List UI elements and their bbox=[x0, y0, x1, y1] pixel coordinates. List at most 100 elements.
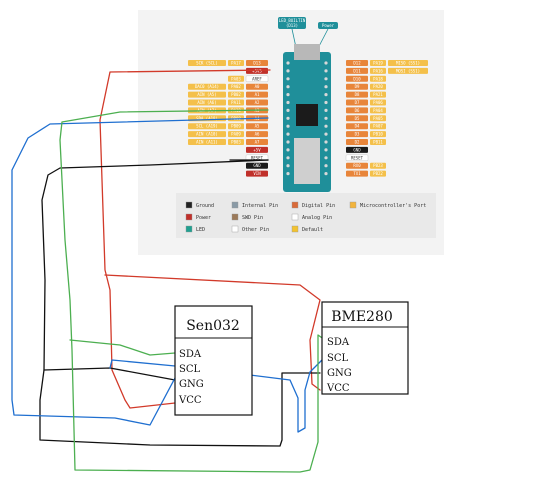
left-pin-0-mcu: PA17 bbox=[228, 60, 244, 66]
left-pin-2-mcu-chip bbox=[228, 75, 244, 82]
legend-label: Other Pin bbox=[242, 227, 269, 233]
legend-item: Power bbox=[185, 213, 211, 221]
legend-label: Internal Pin bbox=[242, 203, 278, 209]
wire-blue-bme280-scl bbox=[174, 359, 323, 433]
left-pin-4-mcu-chip bbox=[228, 91, 244, 98]
right-pin-9-num-chip bbox=[346, 131, 368, 138]
wire-black-gnd-main bbox=[41, 159, 269, 381]
left-pin-10-port-chip bbox=[188, 139, 226, 145]
legend-swatch bbox=[231, 213, 239, 221]
usb-connector bbox=[294, 44, 320, 60]
right-pin-1-port: MOSI (SS1) bbox=[388, 67, 428, 74]
left-pin-9-num-text: A6 bbox=[255, 132, 260, 137]
right-pad bbox=[324, 85, 328, 89]
left-pin-3-port: DAC0 (A14) bbox=[188, 83, 226, 90]
left-pin-10-port: AIN (A11) bbox=[188, 139, 226, 145]
legend-item: Internal Pin bbox=[231, 201, 278, 209]
left-pad bbox=[286, 164, 290, 168]
right-pin-1-port-chip bbox=[388, 67, 428, 74]
right-pin-2-num-text: D10 bbox=[353, 76, 361, 81]
right-pin-10-mcu: PB11 bbox=[370, 139, 386, 145]
sen032-title: Sen032 bbox=[186, 318, 240, 334]
right-pin-6-num-text: D6 bbox=[355, 108, 360, 113]
right-pin-9-mcu: PB10 bbox=[370, 131, 386, 138]
legend-label: LED bbox=[196, 227, 205, 233]
left-pin-14-num-text: VIN bbox=[253, 171, 261, 176]
left-pin-13-num: GND bbox=[246, 162, 268, 169]
left-pin-3-mcu-text: PA02 bbox=[231, 84, 241, 89]
right-pad bbox=[324, 69, 328, 73]
wire-red-sen032-vcc bbox=[99, 69, 271, 409]
legend-item: Default bbox=[291, 225, 323, 233]
legend-label: SWD Pin bbox=[242, 215, 263, 221]
left-pin-4-mcu-text: PB02 bbox=[231, 92, 241, 97]
left-pad bbox=[286, 100, 290, 105]
sen032-pin-sda: SDA bbox=[179, 349, 202, 360]
right-pin-1-mcu: PA16 bbox=[370, 67, 386, 74]
bme280-pin-vcc: VCC bbox=[326, 383, 350, 394]
right-pin-9-mcu-text: PB10 bbox=[373, 132, 383, 137]
right-pin-3-mcu-chip bbox=[370, 83, 386, 90]
wire-red-bme280-vcc bbox=[104, 274, 321, 391]
right-pin-6-mcu: PA04 bbox=[370, 107, 386, 114]
left-pin-2-mcu-text: PA03 bbox=[231, 76, 241, 81]
bme280-title: BME280 bbox=[331, 309, 393, 325]
right-pad bbox=[324, 124, 328, 128]
left-pin-1-num-text: +3V3 bbox=[252, 68, 262, 73]
right-pin-7-mcu: PA05 bbox=[370, 115, 386, 122]
bme280-sensor bbox=[321, 301, 409, 395]
wire-green-sda-main bbox=[59, 109, 326, 473]
legend-swatch bbox=[185, 213, 193, 221]
wire-blue-scl-main bbox=[11, 117, 269, 426]
left-pin-4-num: A1 bbox=[246, 91, 268, 98]
left-pin-11-num: +5V bbox=[246, 146, 268, 153]
legend-item: Other Pin bbox=[231, 225, 269, 233]
right-pin-8-mcu-text: PA07 bbox=[373, 124, 383, 129]
left-pin-5-port-chip bbox=[188, 99, 226, 106]
right-pad bbox=[324, 100, 328, 105]
right-pin-2-mcu-chip bbox=[370, 75, 386, 82]
right-pin-10-mcu-chip bbox=[370, 139, 386, 145]
left-pad bbox=[286, 148, 290, 152]
left-pin-13-num-text: GND bbox=[253, 163, 261, 168]
right-pin-10-num-chip bbox=[346, 139, 368, 145]
left-pin-0-port: SCK (SCL) bbox=[188, 60, 226, 66]
right-pin-4-mcu-text: PA21 bbox=[373, 92, 383, 97]
right-pin-1-mcu-chip bbox=[370, 67, 386, 74]
right-pin-5-num: D7 bbox=[346, 99, 368, 106]
left-pin-1-num-chip bbox=[246, 67, 268, 74]
right-pad bbox=[324, 61, 328, 65]
right-pad bbox=[324, 172, 328, 176]
right-pin-14-num-text: TX1 bbox=[353, 171, 361, 176]
left-pin-8-mcu-chip bbox=[228, 123, 244, 130]
left-pin-7-port-text: SDA (A18) bbox=[196, 116, 218, 121]
left-pin-0-port-text: SCK (SCL) bbox=[196, 61, 218, 66]
right-pin-2-num: D10 bbox=[346, 75, 368, 82]
left-pin-5-num: A2 bbox=[246, 99, 268, 106]
left-pin-5-port: AIN (A6) bbox=[188, 99, 226, 106]
wires bbox=[11, 69, 326, 473]
left-pin-9-port: AIN (A10) bbox=[188, 131, 226, 138]
right-pin-9-mcu-chip bbox=[370, 131, 386, 138]
right-pad bbox=[324, 116, 328, 120]
legend-swatch bbox=[291, 213, 299, 221]
right-pin-9-num-text: D3 bbox=[355, 132, 360, 137]
left-pin-8-mcu: PB09 bbox=[228, 123, 244, 130]
right-pin-14-num-chip bbox=[346, 170, 368, 177]
legend-item: LED bbox=[185, 225, 205, 233]
left-pin-10-num-text: A7 bbox=[255, 140, 260, 145]
right-pin-4-num: D8 bbox=[346, 91, 368, 98]
right-pin-12-num: RESET bbox=[345, 154, 369, 162]
left-pin-3-port-text: DAC0 (A14) bbox=[195, 84, 219, 89]
module-shield bbox=[294, 138, 320, 184]
led-callout-pin: (D13) bbox=[286, 23, 298, 28]
right-pin-14-mcu-chip bbox=[370, 170, 386, 177]
left-pin-10-mcu-text: PB03 bbox=[231, 140, 241, 145]
left-pin-0-mcu-text: PA17 bbox=[231, 61, 241, 66]
left-pin-8-mcu-text: PB09 bbox=[231, 124, 241, 129]
left-pin-10-mcu-chip bbox=[228, 139, 244, 145]
left-pin-9-mcu-chip bbox=[228, 131, 244, 138]
left-pin-10-port-text: AIN (A11) bbox=[196, 140, 218, 145]
left-pin-5-mcu: PA11 bbox=[228, 99, 244, 106]
